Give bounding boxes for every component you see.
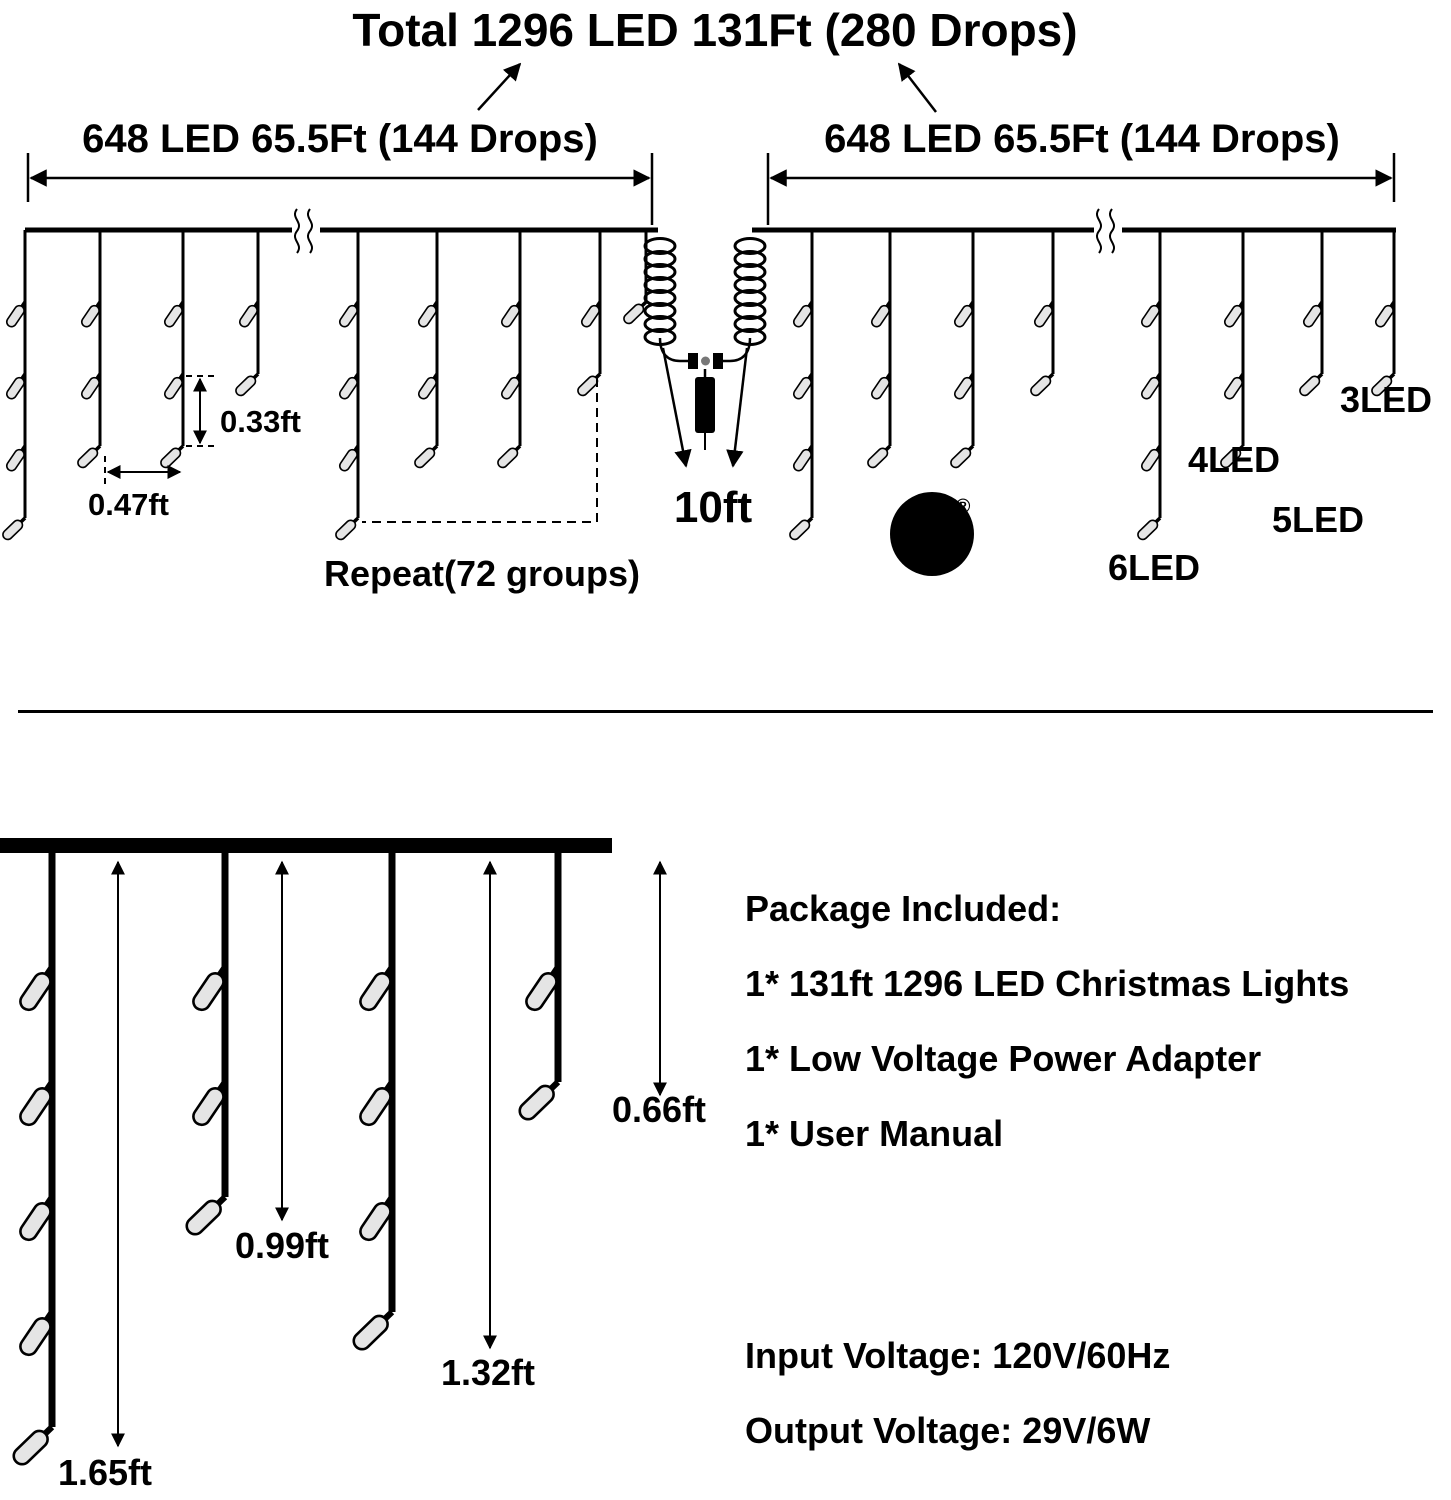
package-item-lights: 1* 131ft 1296 LED Christmas Lights (745, 963, 1350, 1004)
input-voltage-label: Input Voltage: 120V/60Hz (745, 1335, 1171, 1376)
led-spacing-measure (186, 375, 214, 447)
ul-text: UL (899, 511, 955, 558)
lead-arrow-right (726, 347, 749, 468)
left-span-label: 648 LED 65.5Ft (144 Drops) (82, 117, 598, 161)
lead-arrow-left (661, 347, 692, 468)
diagram-title: Total 1296 LED 131Ft (280 Drops) (352, 4, 1077, 56)
led-count-6: 6LED (1108, 547, 1200, 588)
drop-length-detail-diagram: 1.65ft 0.99ft 1.32ft 0.66ft (0, 838, 706, 1493)
icicle-drops-right (789, 230, 1396, 541)
detail-drops (12, 852, 562, 1466)
icicle-drops-left (2, 230, 648, 541)
right-dimension (766, 153, 1396, 225)
ul-certification-mark: UL ® (890, 492, 974, 576)
title-arrow-right (897, 62, 937, 113)
coiled-lead-right (733, 237, 767, 346)
package-header: Package Included: (745, 888, 1062, 929)
wire-break-left (292, 208, 320, 254)
section-divider (18, 710, 1433, 713)
drop-spacing-label: 0.47ft (88, 487, 169, 522)
repeat-label: Repeat(72 groups) (324, 553, 640, 594)
led-count-3: 3LED (1340, 379, 1432, 420)
right-span-label: 648 LED 65.5Ft (144 Drops) (824, 117, 1340, 161)
led-spacing-label: 0.33ft (220, 404, 301, 439)
power-adapter (658, 337, 752, 450)
drop-length-1-32: 1.32ft (441, 1352, 535, 1393)
drop-length-0-66: 0.66ft (612, 1089, 706, 1130)
led-count-5: 5LED (1272, 499, 1364, 540)
mounting-bar (0, 838, 612, 853)
drop-length-0-99: 0.99ft (235, 1225, 329, 1266)
package-item-adapter: 1* Low Voltage Power Adapter (745, 1038, 1262, 1079)
output-voltage-label: Output Voltage: 29V/6W (745, 1410, 1151, 1451)
lead-length-label: 10ft (674, 483, 753, 532)
package-item-manual: 1* User Manual (745, 1113, 1004, 1154)
icicle-lights-diagram: Total 1296 LED 131Ft (280 Drops) 648 LED… (2, 4, 1432, 594)
title-arrow-left (477, 62, 522, 111)
drop-spacing-measure (104, 456, 182, 488)
registered-symbol: ® (956, 496, 971, 518)
coiled-lead-left (643, 237, 677, 346)
wire-break-right (1094, 208, 1122, 254)
drop-length-1-65: 1.65ft (58, 1452, 152, 1493)
led-count-4: 4LED (1188, 439, 1280, 480)
left-dimension (26, 153, 654, 225)
repeat-group-outline (362, 378, 598, 523)
